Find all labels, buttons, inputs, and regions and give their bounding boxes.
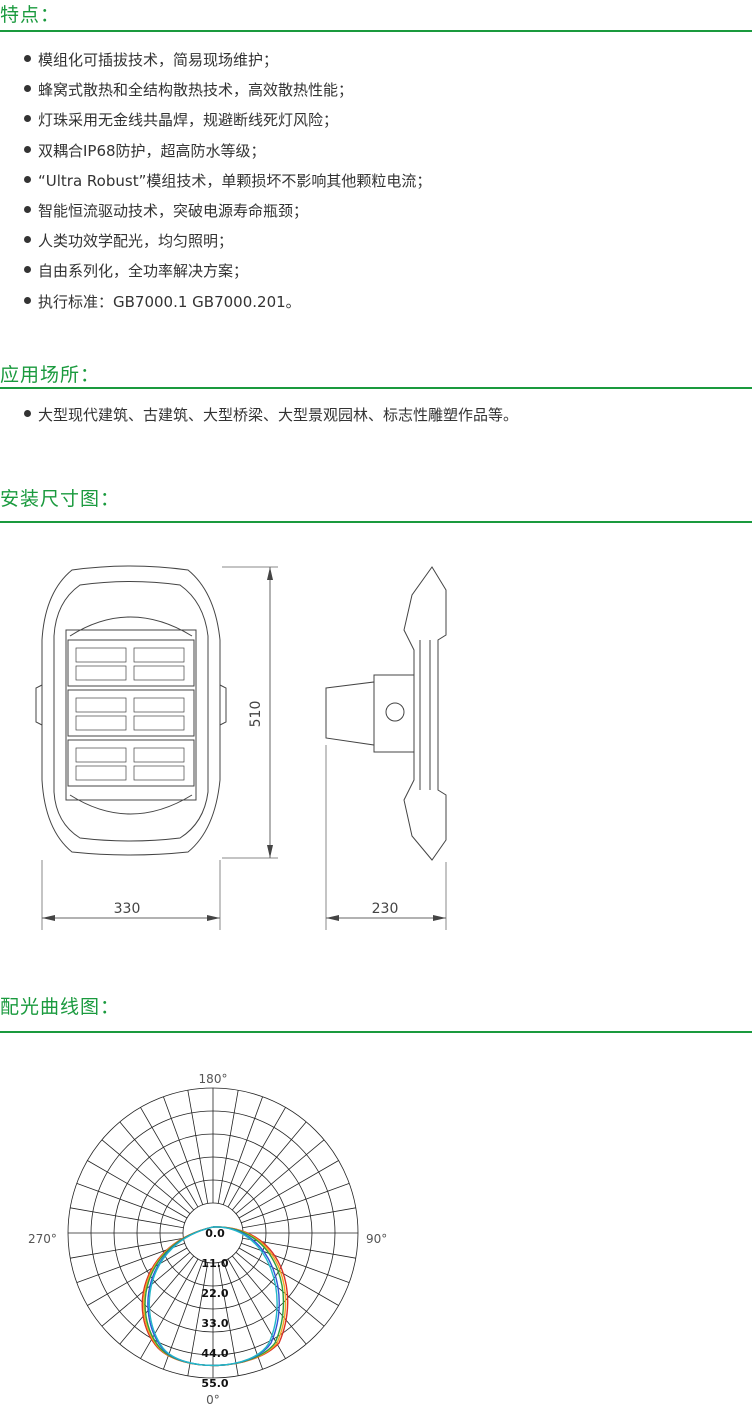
- side-view-bracket: [373, 674, 415, 753]
- light-curve-title: 配光曲线图：: [0, 996, 121, 1018]
- polar-spoke: [241, 1183, 350, 1224]
- front-view-housing: [41, 565, 221, 856]
- polar-spoke: [140, 1258, 199, 1359]
- width-dimension-label: 330: [114, 901, 141, 917]
- bullet-icon: [24, 410, 31, 417]
- feature-item: 双耦合IP68防护，超高防水等级；: [24, 136, 431, 166]
- polar-spoke: [70, 1237, 184, 1259]
- feature-item-text: 自由系列化，全功率解决方案；: [38, 262, 249, 281]
- feature-item: 人类功效学配光，均匀照明；: [24, 226, 431, 256]
- applications-title: 应用场所：: [0, 364, 101, 386]
- application-item-text: 大型现代建筑、古建筑、大型桥梁、大型景观园林、标志性雕塑作品等。: [38, 406, 519, 424]
- angle-label-bottom: 0°: [206, 1393, 220, 1407]
- dimensions-divider: [0, 521, 752, 523]
- bullet-icon: [24, 205, 31, 213]
- ring-value-label: 55.0: [201, 1377, 228, 1390]
- polar-spoke: [187, 1090, 209, 1204]
- height-dimension-label: 510: [248, 701, 264, 728]
- polar-spoke: [76, 1183, 185, 1224]
- bullet-icon: [24, 236, 31, 244]
- polar-spoke: [87, 1160, 188, 1219]
- feature-item: 自由系列化，全功率解决方案；: [24, 256, 431, 286]
- polar-spoke: [119, 1255, 195, 1345]
- ring-value-label: 11.0: [201, 1257, 228, 1270]
- feature-item-text: 人类功效学配光，均匀照明；: [38, 232, 234, 251]
- bullet-icon: [24, 115, 31, 123]
- polar-spoke: [70, 1207, 184, 1229]
- application-item: 大型现代建筑、古建筑、大型桥梁、大型景观园林、标志性雕塑作品等。: [24, 400, 518, 430]
- polar-spoke: [235, 1139, 325, 1215]
- polar-spoke: [231, 1121, 307, 1211]
- feature-item: 蜂窝式散热和全结构散热技术，高效散热性能；: [24, 75, 431, 105]
- feature-item: 模组化可插拔技术，简易现场维护；: [24, 45, 431, 75]
- feature-item: 灯珠采用无金线共晶焊，规避断线死灯风险；: [24, 105, 431, 135]
- ring-value-label: 0.0: [205, 1227, 225, 1240]
- ring-value-label: 44.0: [201, 1347, 228, 1360]
- bullet-icon: [24, 85, 31, 93]
- applications-divider: [0, 387, 752, 389]
- led-module-1: [67, 639, 195, 687]
- feature-item-text: 蜂窝式散热和全结构散热技术，高效散热性能；: [38, 81, 354, 100]
- polar-spoke: [222, 1096, 263, 1205]
- polar-spoke: [222, 1261, 263, 1370]
- polar-spoke: [217, 1262, 239, 1376]
- feature-item-text: 双耦合IP68防护，超高防水等级；: [38, 141, 266, 160]
- feature-item: “Ultra Robust”模组技术，单颗损坏不影响其他颗粒电流；: [24, 166, 431, 196]
- feature-item-text: “Ultra Robust”模组技术，单颗损坏不影响其他颗粒电流；: [38, 171, 432, 190]
- ring-value-label: 22.0: [201, 1287, 228, 1300]
- feature-item-text: 模组化可插拔技术，简易现场维护；: [38, 51, 279, 69]
- feature-item-text: 执行标准：GB7000.1 GB7000.201。: [38, 292, 301, 311]
- bullet-icon: [24, 266, 31, 274]
- polar-spoke: [140, 1107, 199, 1208]
- angle-label-top: 180°: [199, 1072, 228, 1086]
- light-distribution-chart: 0.0 11.0 22.0 33.0 44.0 55.0 180° 90° 270° 0°: [28, 1072, 387, 1407]
- features-list: 模组化可插拔技术，简易现场维护； 蜂窝式散热和全结构散热技术，高效散热性能； 灯珠采…: [24, 45, 431, 317]
- feature-item-text: 智能恒流驱动技术，突破电源寿命瓶颈；: [38, 201, 309, 220]
- led-module-3: [67, 739, 195, 787]
- applications-list: 大型现代建筑、古建筑、大型桥梁、大型景观园林、标志性雕塑作品等。: [24, 400, 518, 430]
- feature-item-text: 灯珠采用无金线共晶焊，规避断线死灯风险；: [38, 111, 339, 130]
- light-curve-divider: [0, 1031, 752, 1033]
- side-view-housing: [403, 566, 447, 861]
- bullet-icon: [24, 55, 31, 62]
- ring-value-label: 33.0: [201, 1317, 228, 1330]
- polar-spoke: [217, 1090, 239, 1204]
- led-module-2: [67, 689, 195, 737]
- polar-spoke: [163, 1096, 204, 1205]
- features-divider: [0, 30, 752, 32]
- bullet-icon: [24, 296, 31, 304]
- polar-spoke: [235, 1251, 325, 1327]
- angle-label-left: 270°: [28, 1232, 57, 1246]
- polar-spoke: [238, 1247, 339, 1306]
- bullet-icon: [24, 175, 31, 183]
- polar-spoke: [241, 1242, 350, 1283]
- dimension-drawing: 510 330 230: [35, 565, 447, 930]
- feature-item: 执行标准：GB7000.1 GB7000.201。: [24, 287, 431, 317]
- bullet-icon: [24, 145, 31, 153]
- polar-spoke: [119, 1121, 195, 1211]
- polar-spoke: [231, 1255, 307, 1345]
- features-title: 特点：: [0, 4, 61, 26]
- polar-spoke: [187, 1262, 209, 1376]
- polar-spoke: [227, 1107, 286, 1208]
- polar-spoke: [101, 1139, 191, 1215]
- polar-spoke: [242, 1207, 356, 1229]
- depth-dimension-label: 230: [372, 901, 399, 917]
- dimensions-title: 安装尺寸图：: [0, 488, 121, 510]
- angle-label-right: 90°: [366, 1232, 387, 1246]
- polar-spoke: [163, 1261, 204, 1370]
- feature-item: 智能恒流驱动技术，突破电源寿命瓶颈；: [24, 196, 431, 226]
- polar-spoke: [87, 1247, 188, 1306]
- light-curve-series: [148, 1226, 278, 1367]
- polar-spoke: [238, 1160, 339, 1219]
